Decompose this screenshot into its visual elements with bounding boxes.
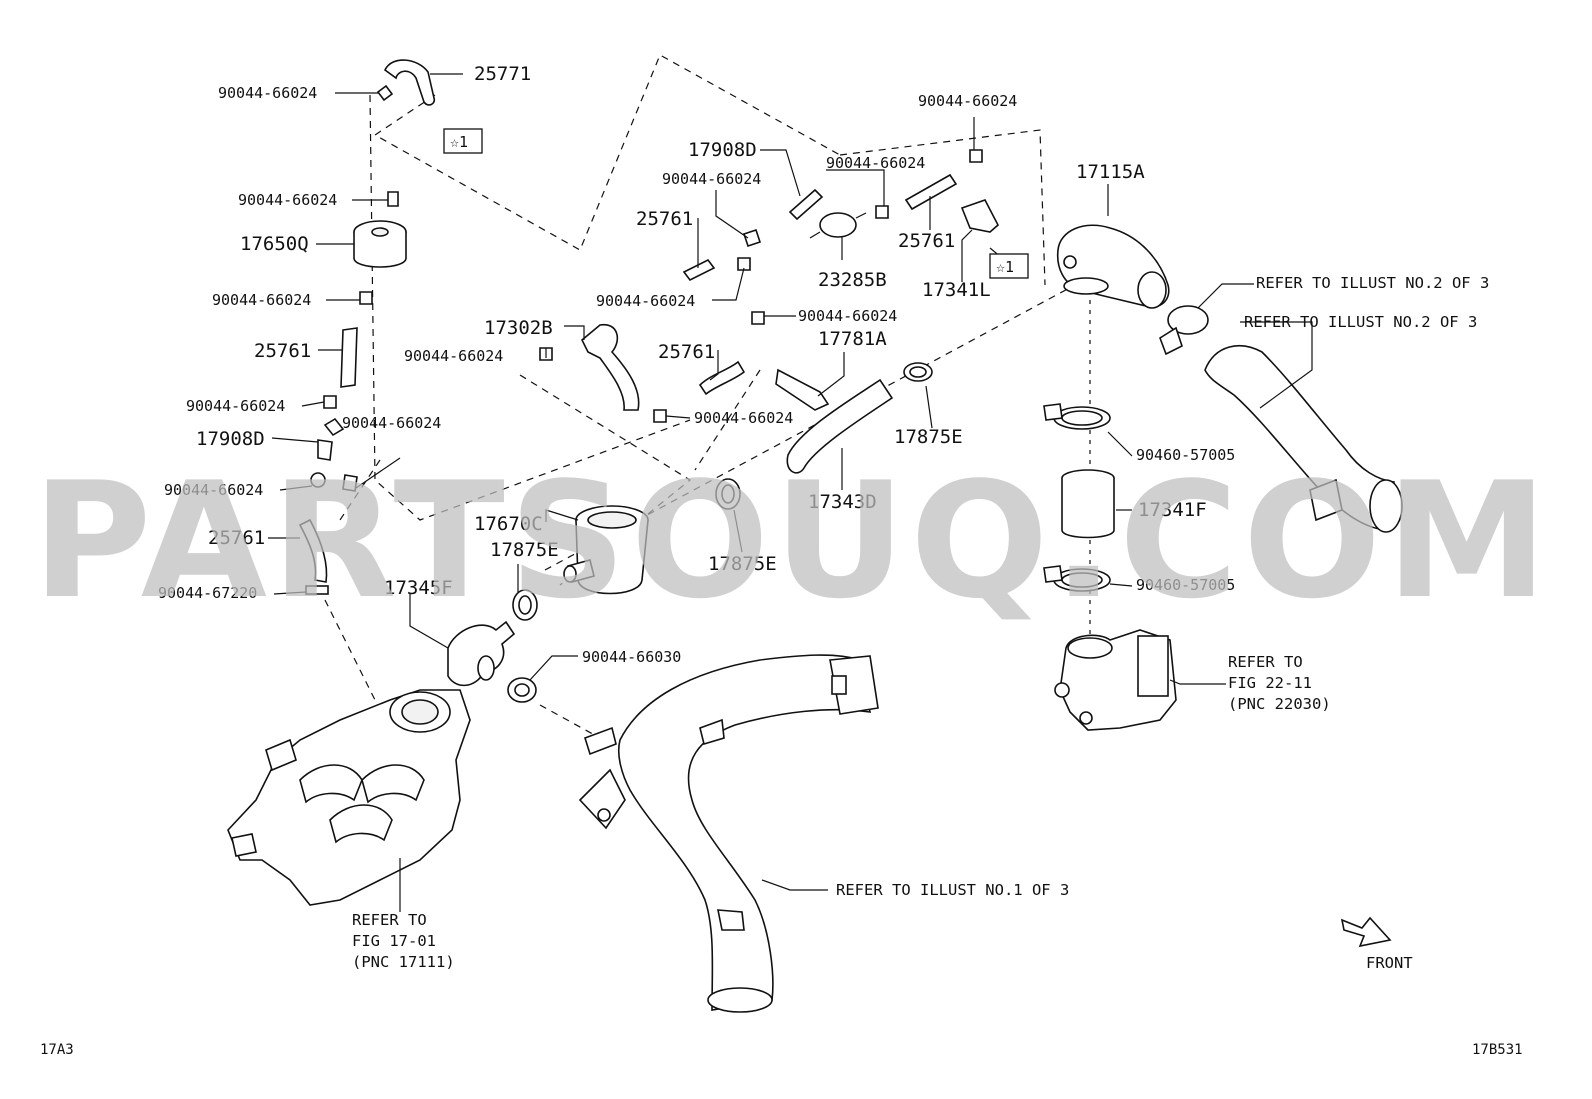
label-star-a: ☆1: [450, 133, 468, 151]
part-labels: 25771 90044-66024 ☆1 90044-66024 17650Q …: [40, 63, 1523, 1058]
hose-25761-top-right[interactable]: [904, 173, 958, 211]
label-17670C[interactable]: 17670C: [474, 513, 543, 535]
label-refer-fig22-line1[interactable]: REFER TO: [1228, 653, 1303, 671]
label-17341L[interactable]: 17341L: [922, 279, 991, 301]
label-clamp-14[interactable]: 90044-67220: [158, 584, 257, 602]
left-column-fittings[interactable]: [310, 417, 358, 492]
label-clamp-3[interactable]: 90044-66024: [212, 291, 311, 309]
label-17875E-b[interactable]: 17875E: [490, 539, 559, 561]
label-refer-fig17-line2[interactable]: FIG 17-01: [352, 932, 436, 950]
label-clamp-17[interactable]: 90460-57005: [1136, 576, 1235, 594]
label-clamp-7[interactable]: 90044-66024: [662, 170, 761, 188]
clamp-90460-57005-top[interactable]: [1043, 403, 1111, 430]
hose-17302B[interactable]: [581, 324, 640, 411]
throttle-body-17115A[interactable]: [1056, 224, 1170, 309]
hose-25761-mid-lower[interactable]: [698, 360, 746, 396]
label-25761-b[interactable]: 25761: [208, 527, 265, 549]
bracket-17341L[interactable]: [960, 199, 999, 233]
clamp-17875E-right[interactable]: [903, 362, 933, 382]
label-clamp-1[interactable]: 90044-66024: [218, 84, 317, 102]
label-17115A[interactable]: 17115A: [1076, 161, 1145, 183]
star-box-b: [989, 253, 1029, 279]
front-arrow-icon: [1340, 916, 1392, 948]
label-25761-a[interactable]: 25761: [254, 340, 311, 362]
label-clamp-16[interactable]: 90460-57005: [1136, 446, 1235, 464]
label-17875E-c[interactable]: 17875E: [708, 553, 777, 575]
filter-23285B[interactable]: [809, 212, 867, 239]
valve-17670C[interactable]: [563, 505, 649, 595]
hose-25761-lower-left[interactable]: [298, 518, 328, 583]
leader-lines: [268, 73, 1313, 912]
label-17345F[interactable]: 17345F: [384, 577, 453, 599]
hose-17345F[interactable]: [447, 620, 516, 687]
sleeve-17341F[interactable]: [1061, 469, 1115, 539]
label-25761-d[interactable]: 25761: [898, 230, 955, 252]
label-17650Q[interactable]: 17650Q: [240, 233, 309, 255]
label-star-b: ☆1: [996, 258, 1014, 276]
label-refer-fig22-line2[interactable]: FIG 22-11: [1228, 674, 1312, 692]
label-17781A[interactable]: 17781A: [818, 328, 887, 350]
label-clamp-13[interactable]: 90044-66024: [694, 409, 793, 427]
label-25761-c[interactable]: 25761: [636, 208, 693, 230]
label-corner-left: 17A3: [40, 1042, 74, 1058]
label-clamp-8[interactable]: 90044-66024: [596, 292, 695, 310]
label-25771[interactable]: 25771: [474, 63, 531, 85]
label-refer-fig22-line3[interactable]: (PNC 22030): [1228, 695, 1331, 713]
watermark-text: PARTSOUQ.COM: [32, 447, 1552, 634]
bolt-90044-67220[interactable]: [305, 585, 329, 595]
star-box-a: [443, 128, 483, 154]
label-refer-illust2-a[interactable]: REFER TO ILLUST NO.2 OF 3: [1256, 274, 1489, 292]
label-17908D-left[interactable]: 17908D: [196, 428, 265, 450]
label-refer-fig17-line1[interactable]: REFER TO: [352, 911, 427, 929]
label-refer-illust1[interactable]: REFER TO ILLUST NO.1 OF 3: [836, 881, 1069, 899]
throttle-body-22030[interactable]: [1054, 629, 1177, 731]
clamp-17875E-middle[interactable]: [715, 478, 741, 510]
label-17875E-a[interactable]: 17875E: [894, 426, 963, 448]
label-clamp-10[interactable]: 90044-66024: [918, 92, 1017, 110]
star-marks: [443, 128, 1029, 279]
label-refer-illust2-b[interactable]: REFER TO ILLUST NO.2 OF 3: [1244, 313, 1477, 331]
label-25761-e[interactable]: 25761: [658, 341, 715, 363]
label-17343D[interactable]: 17343D: [808, 491, 877, 513]
vsv-17650Q[interactable]: [353, 220, 407, 268]
clamp-90460-57005-bottom[interactable]: [1043, 565, 1111, 592]
label-clamp-9[interactable]: 90044-66024: [826, 154, 925, 172]
label-refer-fig17-line3[interactable]: (PNC 17111): [352, 953, 455, 971]
small-clamps[interactable]: [323, 84, 983, 423]
parts-shapes: [227, 59, 1403, 1013]
clamp-90044-66030[interactable]: [507, 677, 537, 703]
bracket-17781A[interactable]: [775, 368, 830, 411]
intake-pipe[interactable]: [578, 654, 879, 1013]
hose-25771[interactable]: [383, 59, 436, 106]
label-clamp-12[interactable]: 90044-66024: [404, 347, 503, 365]
label-front: FRONT: [1366, 954, 1413, 972]
label-clamp-4[interactable]: 90044-66024: [186, 397, 285, 415]
hose-17343D[interactable]: [786, 378, 894, 474]
hose-25761-left[interactable]: [340, 327, 358, 388]
label-clamp-2[interactable]: 90044-66024: [238, 191, 337, 209]
label-17908D-top[interactable]: 17908D: [688, 139, 757, 161]
hose-25761-middle-top[interactable]: [682, 258, 716, 282]
label-clamp-11[interactable]: 90044-66024: [798, 307, 897, 325]
label-corner-right: 17B531: [1472, 1042, 1523, 1058]
clamp-17875E-left[interactable]: [512, 589, 538, 621]
label-23285B[interactable]: 23285B: [818, 269, 887, 291]
pipe-17908D-top[interactable]: [788, 188, 824, 221]
clamp-refer-illust2[interactable]: [1159, 305, 1209, 356]
label-17302B[interactable]: 17302B: [484, 317, 553, 339]
intake-manifold[interactable]: [227, 689, 471, 906]
label-clamp-15[interactable]: 90044-66030: [582, 648, 681, 666]
label-17341F[interactable]: 17341F: [1138, 499, 1207, 521]
label-clamp-6[interactable]: 90044-66024: [164, 481, 263, 499]
label-clamp-5[interactable]: 90044-66024: [342, 414, 441, 432]
